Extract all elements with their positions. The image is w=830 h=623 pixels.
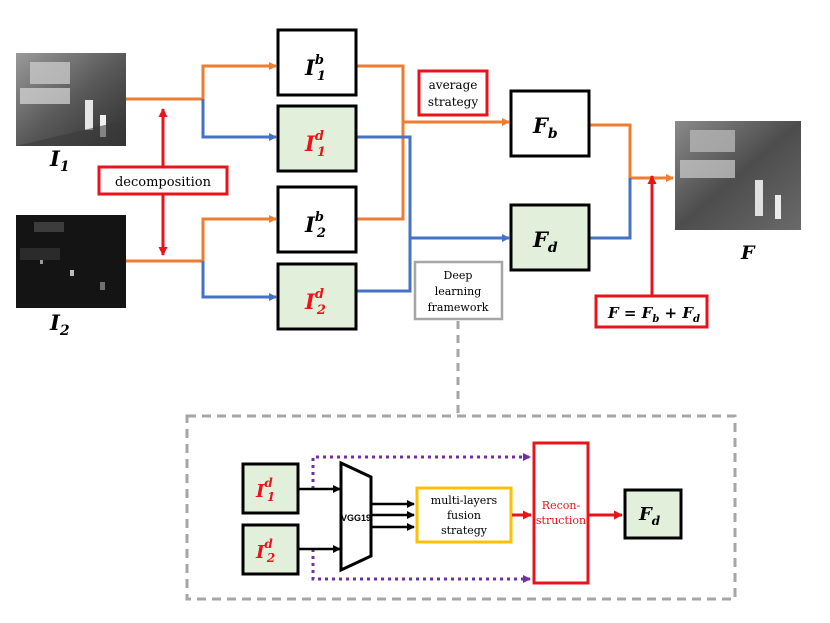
svg-text:strategy: strategy <box>428 95 478 109</box>
output-image <box>675 121 801 230</box>
vgg19-block: VGG19 <box>339 460 373 573</box>
svg-text:Fd: Fd <box>638 504 661 528</box>
connectors <box>126 62 674 301</box>
svg-text:struction: struction <box>536 514 586 527</box>
arrow-fb-to-f <box>590 123 674 182</box>
input-image-2 <box>16 215 126 308</box>
arrow-i2-to-i2b <box>126 215 277 263</box>
arrow-fd-to-f <box>590 178 632 240</box>
output-label: F <box>740 242 756 264</box>
red-arrows <box>158 108 657 296</box>
deep-learning-framework-label: Deep learning framework <box>413 260 504 321</box>
input-image-1 <box>16 53 126 146</box>
bypass-arrows <box>311 453 531 583</box>
input-label-2: I2 <box>49 310 70 339</box>
average-strategy-label: average strategy <box>417 69 489 117</box>
svg-text:Ib1: Ib1 <box>304 53 326 84</box>
svg-text:strategy: strategy <box>441 524 488 537</box>
svg-text:decomposition: decomposition <box>115 175 212 190</box>
arrow-i2-to-i2d <box>201 261 277 301</box>
svg-text:Id1: Id1 <box>255 476 275 504</box>
svg-text:Id2: Id2 <box>255 537 275 565</box>
input-label-1: I1 <box>49 146 70 175</box>
svg-text:fusion: fusion <box>447 509 481 522</box>
svg-text:Recon-: Recon- <box>542 499 581 512</box>
framework-detail-panel <box>185 414 737 601</box>
reconstruction-box: Recon- struction <box>532 441 590 585</box>
svg-text:F = Fb + Fd: F = Fb + Fd <box>607 304 700 325</box>
fusion-formula-label: F = Fb + Fd <box>594 294 709 329</box>
arrow-i1-to-i1b <box>126 62 277 101</box>
arrow-i1-to-i1d <box>201 99 277 141</box>
svg-text:Ib2: Ib2 <box>304 210 326 241</box>
fusion-strategy-box: multi-layers fusion strategy <box>415 486 513 544</box>
svg-text:learning: learning <box>435 285 482 298</box>
decomposition-label: decomposition <box>97 165 229 196</box>
svg-text:Deep: Deep <box>444 269 473 282</box>
svg-text:Fd: Fd <box>532 227 558 256</box>
svg-text:multi-layers: multi-layers <box>431 494 498 507</box>
svg-text:framework: framework <box>428 301 489 314</box>
svg-text:average: average <box>429 78 478 92</box>
svg-text:VGG19: VGG19 <box>341 513 371 523</box>
box-fb: Fb <box>509 89 591 158</box>
svg-text:Id1: Id1 <box>304 129 326 160</box>
box-fd: Fd <box>509 203 591 272</box>
svg-text:Id2: Id2 <box>304 287 326 318</box>
arrow-base-to-fb <box>357 64 405 221</box>
arrow-detail-to-fd <box>357 135 412 293</box>
detail-black-arrows <box>299 485 415 553</box>
detail-box-fd: Fd <box>623 488 683 540</box>
svg-text:Fb: Fb <box>532 113 558 142</box>
